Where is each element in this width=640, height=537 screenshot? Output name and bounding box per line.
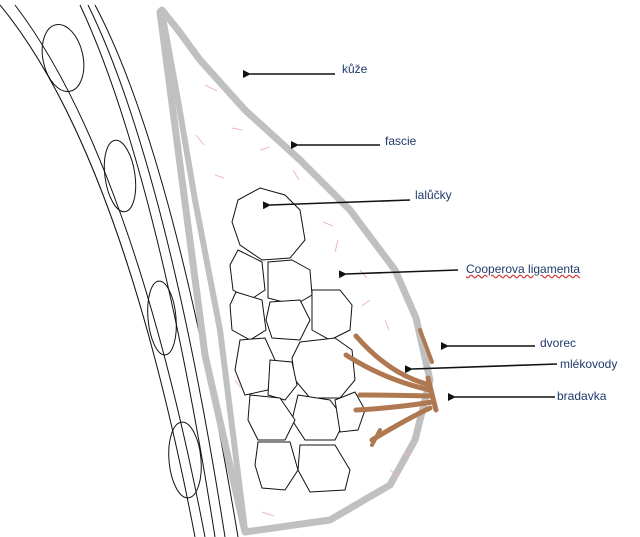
label-lobules: lalůčky: [415, 188, 452, 202]
arrow-cooper: [346, 270, 458, 274]
chest-wall: [0, 5, 238, 537]
arrow-ducts: [412, 364, 557, 369]
label-fascia: fascie: [385, 134, 416, 148]
label-milk-ducts: mlékovody: [560, 357, 617, 371]
label-areola: dvorec: [540, 336, 576, 350]
lobules: [230, 188, 365, 492]
label-cooper-ligaments: Cooperova ligamenta: [466, 262, 580, 276]
label-nipple: bradavka: [557, 389, 606, 403]
label-skin: kůže: [342, 62, 367, 76]
